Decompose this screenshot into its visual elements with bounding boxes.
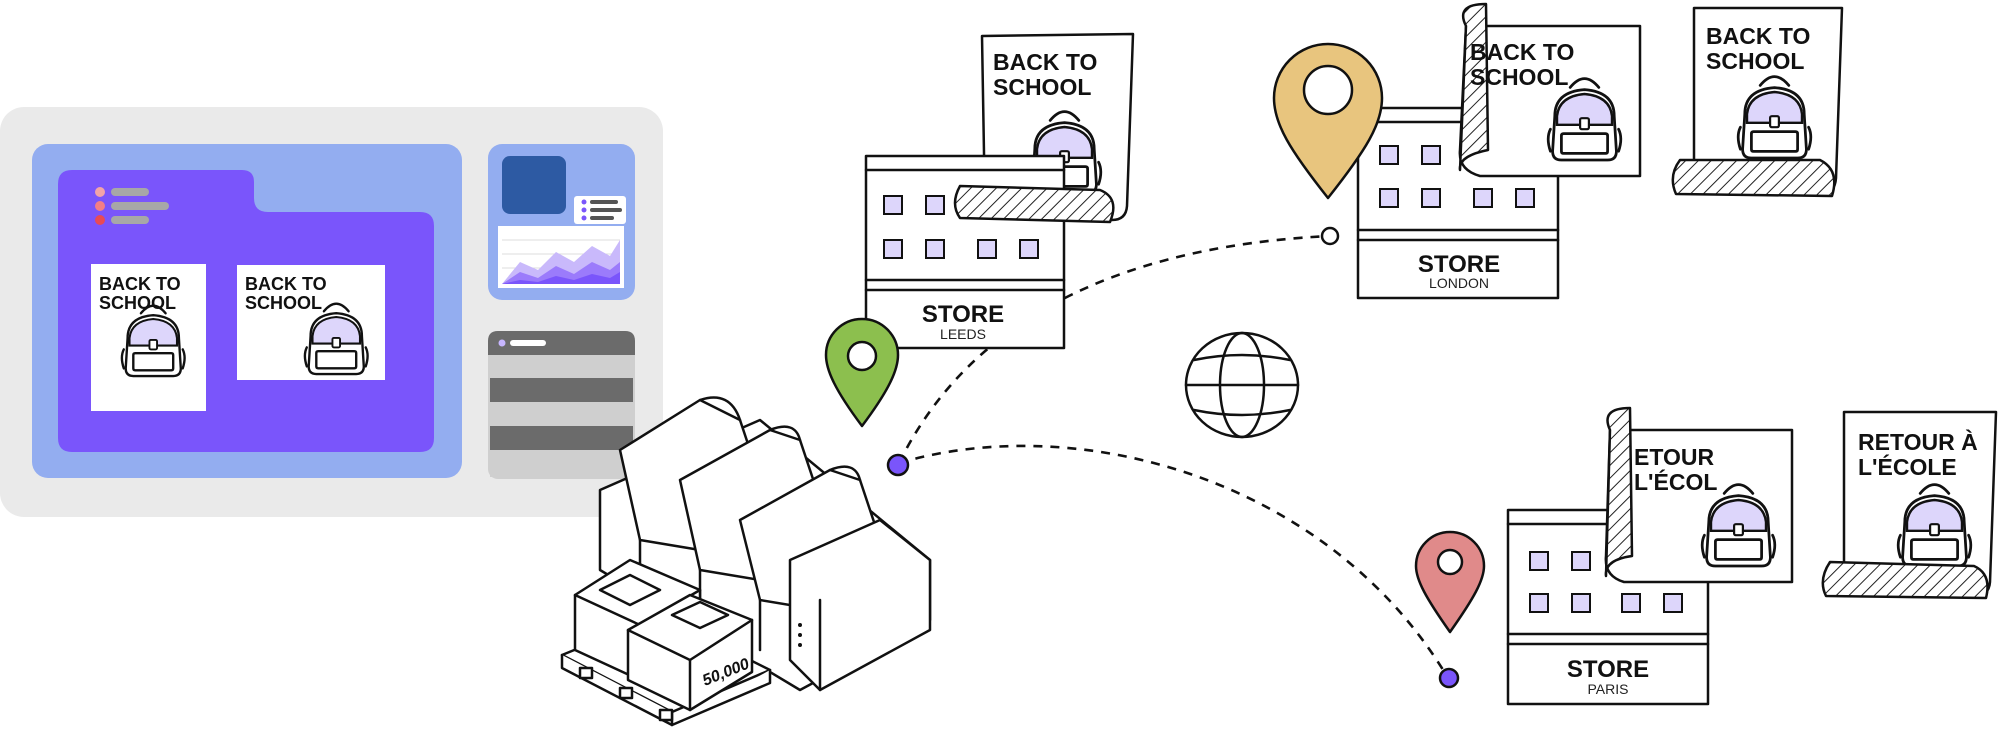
route-end-dot <box>1320 226 1340 246</box>
poster: RETOUR À L'ÉCOLE <box>1821 410 1998 600</box>
store-city: LONDON <box>1429 275 1489 291</box>
poster-title: BACK TO <box>245 274 327 294</box>
image-thumbnail <box>502 156 566 214</box>
poster-title: L'ÉCOLE <box>1858 453 1957 480</box>
folder-poster[interactable]: BACK TO SCHOOL <box>91 264 206 411</box>
red-pin-icon <box>1414 530 1486 634</box>
poster-title: SCHOOL <box>245 293 322 313</box>
poster-title: RETOUR À <box>1858 428 1978 455</box>
route-end-dot <box>1438 667 1460 689</box>
dashboard-panel: BACK TO SCHOOL BACK TO SCHOOL <box>0 107 663 517</box>
poster: ETOUR L'ÉCOL <box>1604 406 1794 584</box>
poster-title: BACK TO <box>1470 39 1574 65</box>
poster-title: SCHOOL <box>1706 48 1804 74</box>
list-widget[interactable] <box>488 331 635 479</box>
globe-icon <box>1184 331 1300 439</box>
route-origin-dot <box>886 453 910 477</box>
poster-title: BACK TO <box>993 49 1097 75</box>
printer-icon: 50,000 <box>560 396 932 727</box>
store-label: STORE <box>1567 656 1649 683</box>
poster: BACK TO SCHOOL <box>1671 6 1844 198</box>
poster-title: SCHOOL <box>1470 64 1568 90</box>
poster-title: ETOUR <box>1634 444 1714 470</box>
poster-title: SCHOOL <box>99 293 176 313</box>
store-city: LEEDS <box>940 326 986 342</box>
store-city: PARIS <box>1588 681 1629 697</box>
store-london: BACK TO SCHOOL STORE LONDON BACK TO SCHO… <box>1272 2 1844 300</box>
poster-title: SCHOOL <box>993 74 1091 100</box>
store-label: STORE <box>1418 251 1500 278</box>
store-leeds: BACK TO SCHOOL STORE LEEDS <box>824 32 1135 428</box>
poster: BACK TO SCHOOL <box>1458 2 1642 178</box>
poster-title: BACK TO <box>1706 23 1810 49</box>
folder-poster[interactable]: BACK TO SCHOOL <box>237 265 385 380</box>
chart-widget[interactable] <box>488 144 635 300</box>
poster-title: BACK TO <box>99 274 181 294</box>
store-paris: RETOUR À L'ÉCOLE STORE PARIS ETOUR L'ÉCO… <box>1414 406 1998 706</box>
store-label: STORE <box>922 301 1004 328</box>
poster-title: L'ÉCOL <box>1634 468 1717 495</box>
green-pin-icon <box>824 317 900 428</box>
yellow-pin-icon <box>1272 42 1384 200</box>
